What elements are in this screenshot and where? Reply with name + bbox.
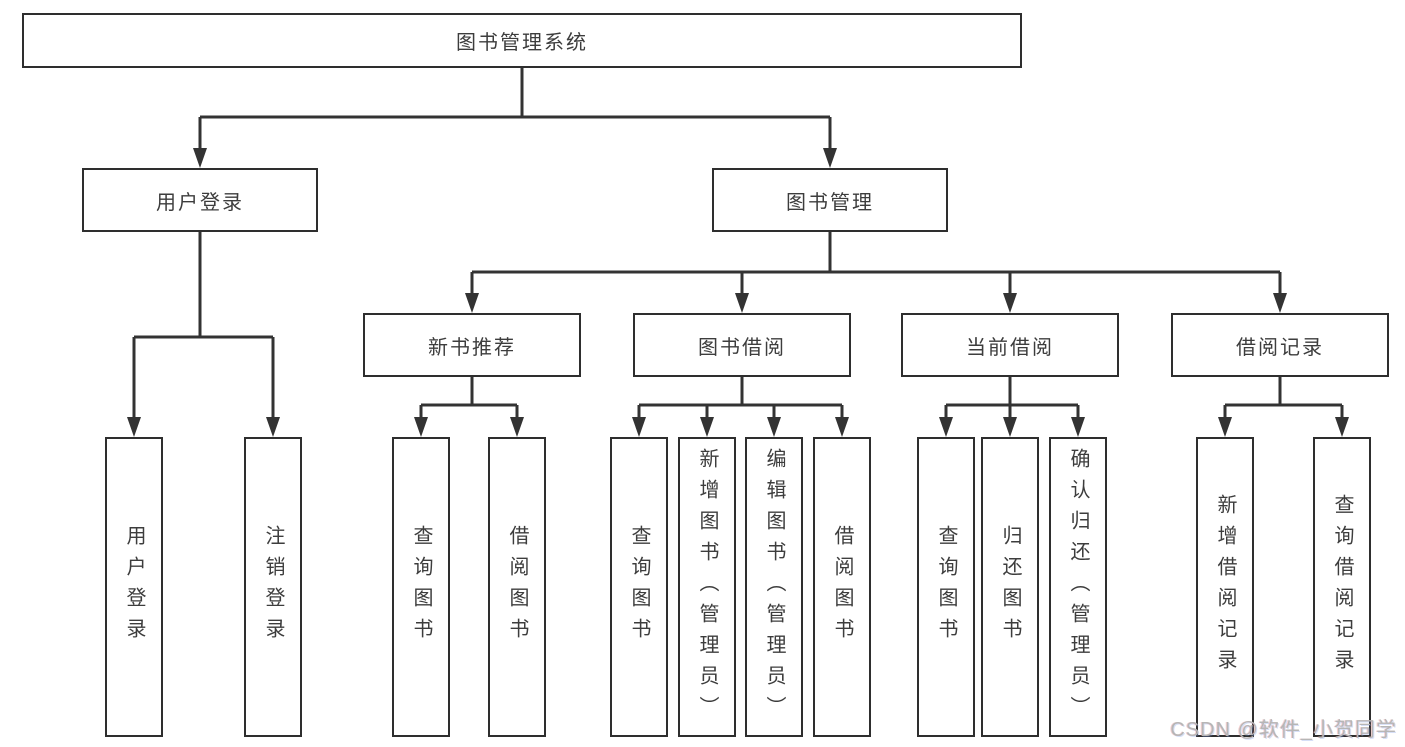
leaf-borrow-books: 借阅图书 [813,437,871,737]
node-book-management: 图书管理 [712,168,948,232]
node-user-login: 用户登录 [82,168,318,232]
leaf-query-borrow-record: 查询借阅记录 [1313,437,1371,737]
leaf-query-books-current: 查询图书 [917,437,975,737]
leaf-user-login: 用户登录 [105,437,163,737]
connector-borrow-record-branch [1223,377,1344,425]
leaf-logout: 注销登录 [244,437,302,737]
node-book-borrow: 图书借阅 [633,313,851,377]
leaf-return-books: 归还图书 [981,437,1039,737]
leaf-confirm-return-admin: 确认归还（管理员） [1049,437,1107,737]
leaf-query-books-borrow: 查询图书 [610,437,668,737]
connector-book-borrow-branch [637,377,844,425]
connector-user-login-branch [132,232,275,425]
leaf-edit-books-admin: 编辑图书（管理员） [745,437,803,737]
csdn-watermark: CSDN @软件_小贺同学 [1170,719,1397,741]
connector-book-mgmt-to-level3 [470,232,1282,297]
arrowheads [127,148,1349,437]
leaf-query-books-recommend: 查询图书 [392,437,450,737]
connector-current-borrow-branch [944,377,1080,425]
leaf-add-books-admin: 新增图书（管理员） [678,437,736,737]
connector-root-to-level2 [198,68,832,152]
leaf-add-borrow-record: 新增借阅记录 [1196,437,1254,737]
node-borrow-records: 借阅记录 [1171,313,1389,377]
leaf-borrow-books-recommend: 借阅图书 [488,437,546,737]
node-current-borrow: 当前借阅 [901,313,1119,377]
node-root-library-system: 图书管理系统 [22,13,1022,68]
node-new-book-recommend: 新书推荐 [363,313,581,377]
connector-new-book-branch [419,377,519,425]
